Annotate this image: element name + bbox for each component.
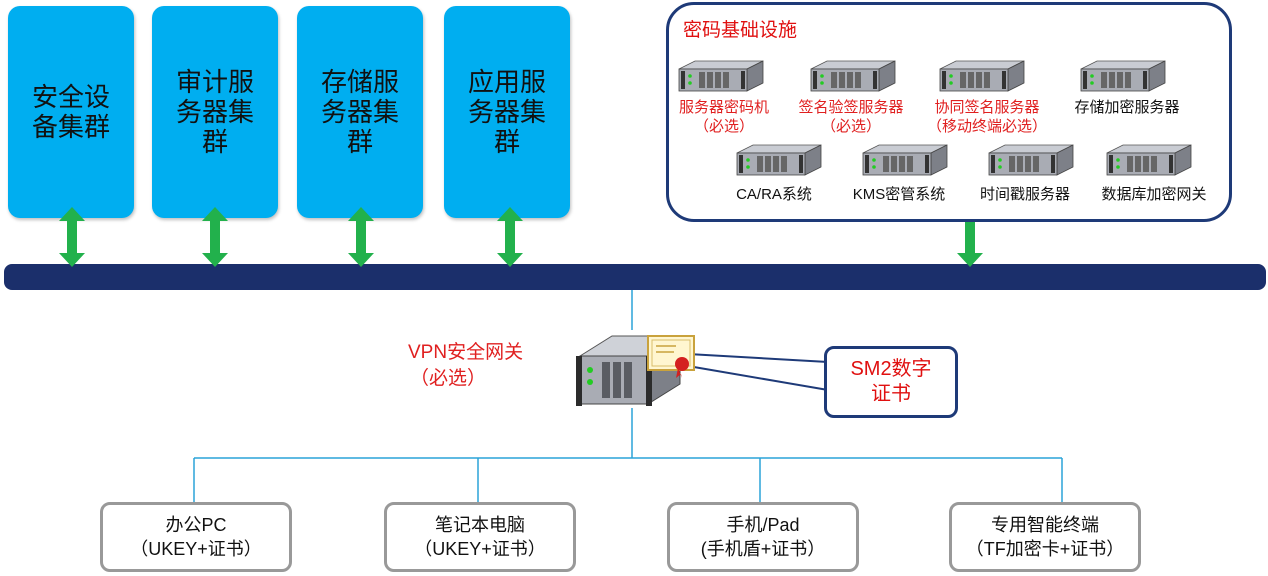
infra-item-ca-ra: CA/RA系统 bbox=[736, 186, 812, 203]
infra-item-collab-signature-server: 协同签名服务器 （移动终端必选） bbox=[926, 99, 1047, 135]
device-phone-pad: 手机/Pad (手机盾+证书） bbox=[667, 502, 859, 572]
sm2-certificate-callout: SM2数字 证书 bbox=[824, 346, 958, 418]
cluster-label: 安全设备集群 bbox=[31, 82, 110, 142]
certificate-icon bbox=[647, 335, 695, 378]
device-office-pc: 办公PC （UKEY+证书） bbox=[100, 502, 292, 572]
device-laptop: 笔记本电脑 （UKEY+证书） bbox=[384, 502, 576, 572]
network-bus bbox=[4, 264, 1266, 290]
cluster-label: 应用服务器集群 bbox=[467, 67, 546, 157]
infra-item-signature-server: 签名验签服务器 （必选） bbox=[798, 99, 904, 135]
infra-item-storage-encryption-server: 存储加密服务器 bbox=[1074, 99, 1180, 116]
double-arrow-icon bbox=[957, 207, 983, 267]
infra-item-hsm: 服务器密码机 （必选） bbox=[678, 99, 769, 135]
infra-item-db-encryption-gateway: 数据库加密网关 bbox=[1101, 186, 1207, 203]
cluster-audit-servers: 审计服务器集群 bbox=[152, 6, 278, 218]
cluster-label: 存储服务器集群 bbox=[320, 67, 399, 157]
double-arrow-icon bbox=[348, 207, 374, 267]
double-arrow-icon bbox=[59, 207, 85, 267]
infra-item-kms: KMS密管系统 bbox=[852, 186, 946, 203]
panel-title: 密码基础设施 bbox=[683, 20, 798, 41]
device-dedicated-terminal: 专用智能终端 （TF加密卡+证书） bbox=[949, 502, 1141, 572]
crypto-infrastructure-panel: 密码基础设施 服务器密码机 （必选） 签名验签服务器 （必选） 协同签名服务器 … bbox=[666, 2, 1232, 222]
double-arrow-icon bbox=[497, 207, 523, 267]
cluster-label: 审计服务器集群 bbox=[175, 67, 254, 157]
cluster-application-servers: 应用服务器集群 bbox=[444, 6, 570, 218]
infra-item-timestamp-server: 时间戳服务器 bbox=[979, 186, 1070, 203]
double-arrow-icon bbox=[202, 207, 228, 267]
cluster-security-devices: 安全设备集群 bbox=[8, 6, 134, 218]
cluster-storage-servers: 存储服务器集群 bbox=[297, 6, 423, 218]
vpn-gateway-label: VPN安全网关 （必选） bbox=[408, 342, 524, 389]
